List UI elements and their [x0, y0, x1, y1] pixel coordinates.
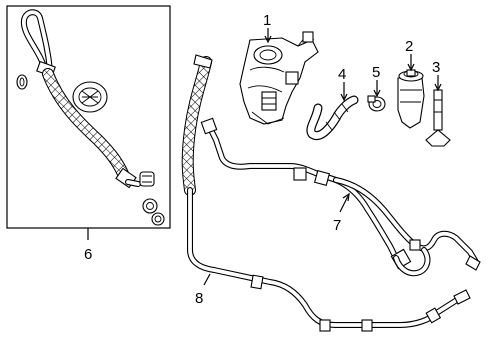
callout-5: 5 [372, 64, 380, 81]
return-hose [181, 54, 471, 332]
reservoir-bracket [425, 89, 451, 147]
callout-4: 4 [338, 66, 346, 83]
callout-6: 6 [84, 246, 92, 263]
pressure-line [200, 117, 481, 277]
callout-1: 1 [263, 12, 271, 29]
reservoir-hose-assembly [20, 9, 141, 189]
o-ring-lower [142, 198, 158, 214]
hose-clamp [367, 95, 386, 112]
o-ring-left [16, 74, 28, 90]
filter-cap [72, 81, 108, 113]
callout-2: 2 [405, 38, 413, 55]
callout-8: 8 [195, 290, 203, 307]
fitting-small [139, 171, 155, 187]
inlet-hose [306, 95, 359, 140]
washer-lower [151, 212, 165, 226]
power-steering-pump [239, 31, 319, 125]
fluid-reservoir [397, 69, 425, 129]
callout-7: 7 [333, 217, 341, 234]
callout-3: 3 [432, 59, 440, 76]
